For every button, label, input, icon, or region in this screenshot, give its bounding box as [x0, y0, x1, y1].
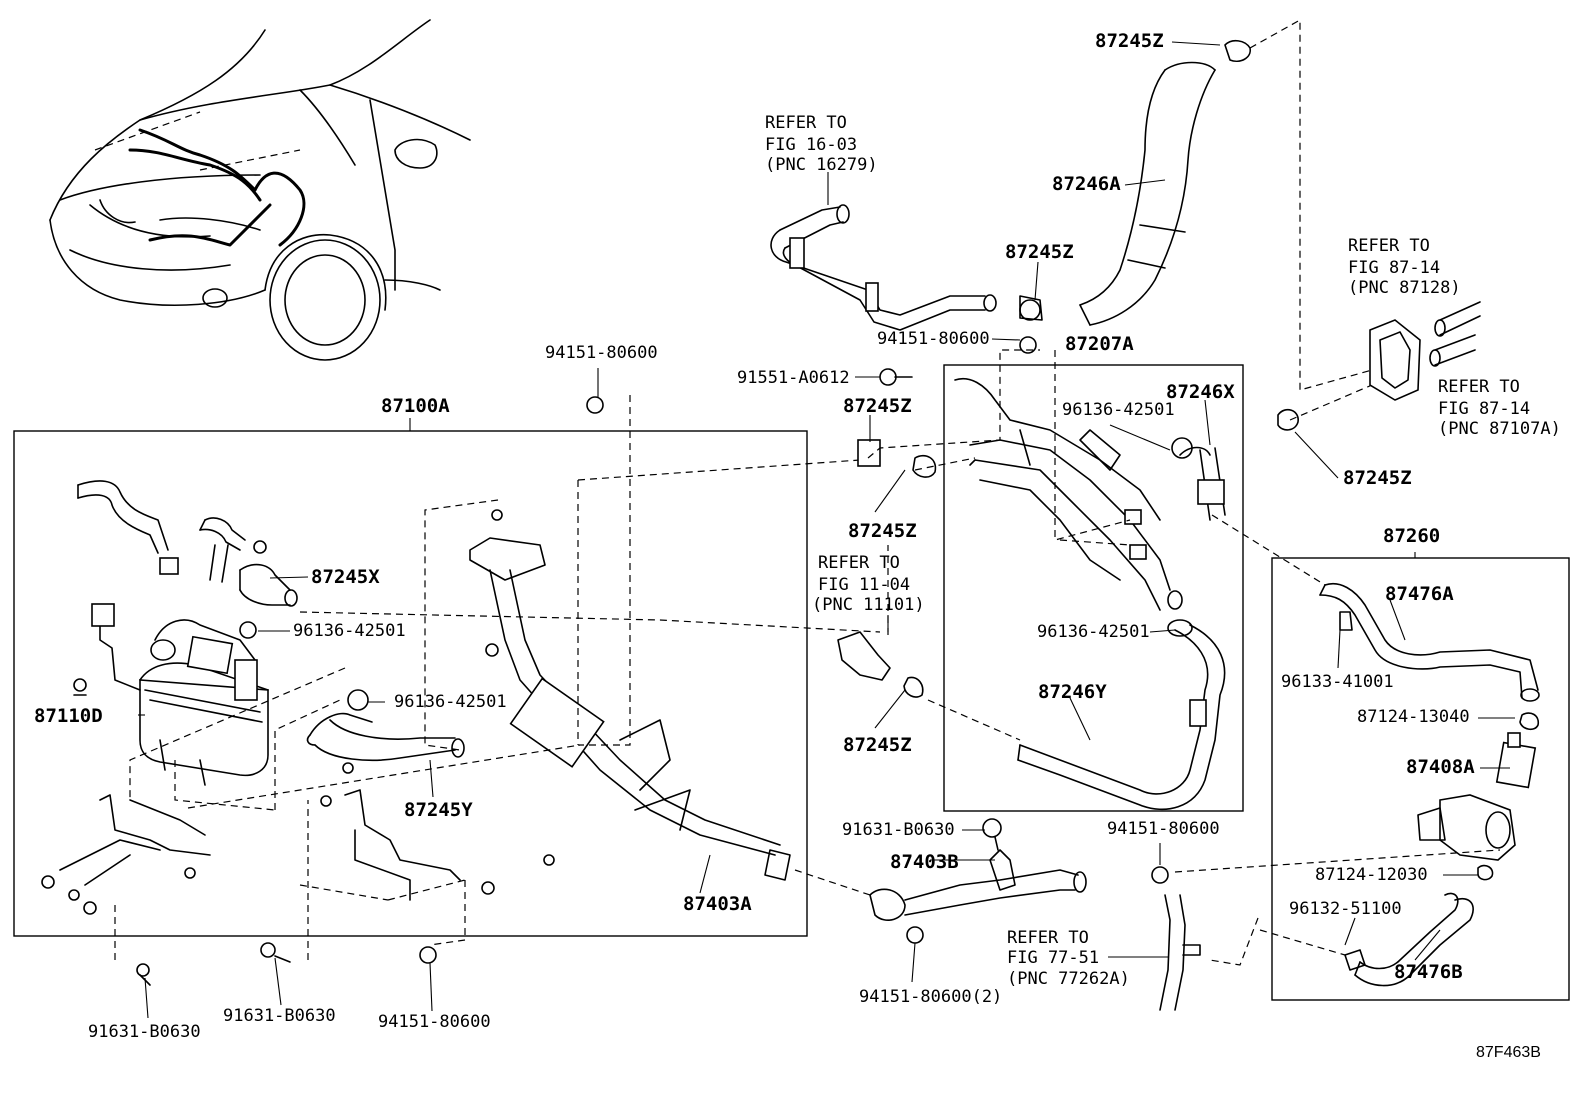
bracket-group-left [41, 794, 211, 915]
label-94151-80600-right: 94151-80600 [1107, 819, 1220, 839]
hose-87246Y [1017, 619, 1226, 811]
label-87476A: 87476A [1385, 583, 1454, 605]
label-refer-16-03-line1: REFER TO [765, 113, 847, 133]
label-91631-B0630-left: 91631-B0630 [88, 1022, 201, 1042]
pipe-assembly-87207A [954, 378, 1226, 611]
label-96136-42501-d: 96136-42501 [394, 692, 507, 712]
label-87207A: 87207A [1065, 333, 1134, 355]
label-87246A: 87246A [1052, 173, 1121, 195]
heater-unit-87110D [73, 603, 269, 786]
hose-group-left [77, 480, 298, 639]
label-87403A: 87403A [683, 893, 752, 915]
assembly-frame-87260 [1271, 557, 1570, 1001]
dashed-connectors-left [114, 395, 881, 960]
label-refer-77-51-line3: (PNC 77262A) [1007, 969, 1130, 989]
label-refer-11-04-line3: (PNC 11101) [812, 595, 925, 615]
callout-labels: 87245Z 87246A REFER TO FIG 16-03 (PNC 16… [34, 30, 1561, 1061]
leader-lines [138, 41, 1515, 1019]
label-87100A: 87100A [381, 395, 450, 417]
label-87408A: 87408A [1406, 756, 1475, 778]
label-94151-80600-bottom: 94151-80600 [378, 1012, 491, 1032]
vehicle-locator-sketch [49, 19, 471, 361]
label-87403B: 87403B [890, 851, 959, 873]
label-refer-87-14a-line2: FIG 87-14 [1348, 258, 1440, 278]
label-91551-A0612: 91551-A0612 [737, 368, 850, 388]
label-refer-16-03-line2: FIG 16-03 [765, 135, 857, 155]
label-refer-87-14b-line3: (PNC 87107A) [1438, 419, 1561, 439]
hose-87476B [1344, 892, 1474, 987]
label-94151-80600-top: 94151-80600 [877, 329, 990, 349]
label-87245X: 87245X [311, 566, 380, 588]
clamps-87245Z-center [837, 439, 937, 698]
label-96136-42501-a: 96136-42501 [1062, 400, 1175, 420]
pipe-87403B [869, 818, 1169, 944]
label-87245Z-lower: 87245Z [843, 734, 912, 756]
label-87245Z-mid-top: 87245Z [1005, 241, 1074, 263]
label-87245Z-center-lower: 87245Z [848, 520, 917, 542]
label-96136-42501-b: 96136-42501 [293, 621, 406, 641]
label-refer-77-51-line1: REFER TO [1007, 928, 1089, 948]
dashed-connectors-center [794, 349, 1040, 896]
label-refer-87-14b-line1: REFER TO [1438, 377, 1520, 397]
label-87124-13040: 87124-13040 [1357, 707, 1470, 727]
label-refer-11-04-line2: FIG 11-04 [818, 575, 910, 595]
hose-87246A [1019, 39, 1251, 326]
label-87245Z-center: 87245Z [843, 395, 912, 417]
label-87260: 87260 [1383, 525, 1440, 547]
label-91631-B0630-mid: 91631-B0630 [842, 820, 955, 840]
label-94151-80600-2: 94151-80600(2) [859, 987, 1002, 1007]
label-96132-51100: 96132-51100 [1289, 899, 1402, 919]
label-87245Y: 87245Y [404, 799, 473, 821]
label-refer-77-51-line2: FIG 77-51 [1007, 948, 1099, 968]
label-94151-80600-mid: 94151-80600 [545, 343, 658, 363]
label-87110D: 87110D [34, 705, 103, 727]
valve-87408A [1417, 712, 1540, 881]
label-refer-16-03-line3: (PNC 16279) [765, 155, 878, 175]
label-87124-12030: 87124-12030 [1315, 865, 1428, 885]
label-91631-B0630-center: 91631-B0630 [223, 1006, 336, 1026]
label-refer-87-14a-line1: REFER TO [1348, 236, 1430, 256]
label-refer-11-04-line1: REFER TO [818, 553, 900, 573]
hose-87245Y [306, 689, 555, 901]
label-87246Y: 87246Y [1038, 681, 1107, 703]
hose-refer-77-51 [1159, 894, 1201, 1011]
dashed-connectors-right [1174, 514, 1501, 966]
label-96136-42501-c: 96136-42501 [1037, 622, 1150, 642]
dashed-connectors-top-right [1249, 18, 1373, 421]
label-87246X: 87246X [1166, 381, 1235, 403]
label-87476B: 87476B [1394, 961, 1463, 983]
dashed-connectors-87207A [1054, 350, 1131, 546]
hose-87476A [1319, 583, 1540, 702]
connector-refer-87-14 [1277, 301, 1481, 431]
label-96133-41001: 96133-41001 [1281, 672, 1394, 692]
pipe-refer-16-03 [770, 204, 997, 331]
assembly-frame-87100A [13, 430, 808, 937]
assembly-frame-87207A [943, 364, 1244, 812]
label-87245Z-top: 87245Z [1095, 30, 1164, 52]
figure-id: 87F463B [1476, 1044, 1541, 1061]
label-87245Z-right: 87245Z [1343, 467, 1412, 489]
label-refer-87-14a-line3: (PNC 87128) [1348, 278, 1461, 298]
label-refer-87-14b-line2: FIG 87-14 [1438, 399, 1530, 419]
